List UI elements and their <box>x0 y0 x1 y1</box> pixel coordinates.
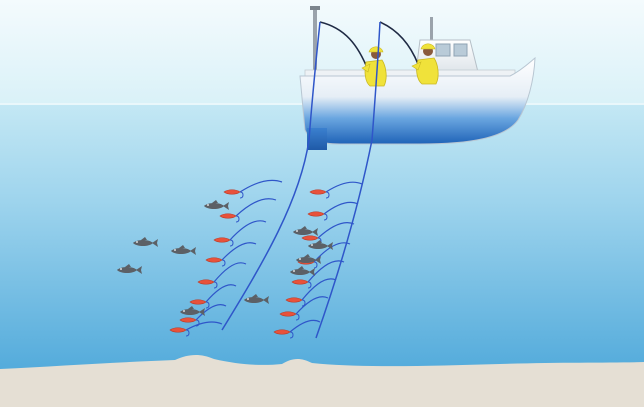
lure <box>223 189 241 195</box>
fish <box>171 245 196 255</box>
boat-mast-top <box>310 6 320 10</box>
hook <box>235 215 240 223</box>
fish <box>204 200 229 210</box>
fisherman-left-hat <box>368 46 384 53</box>
hook <box>307 281 312 289</box>
branch-line <box>195 304 227 321</box>
lure <box>291 279 309 285</box>
lure <box>279 311 297 317</box>
boat-deck-rail <box>304 69 516 77</box>
lure <box>309 189 327 195</box>
hook <box>239 191 244 199</box>
fishing-rod-right <box>379 21 419 65</box>
boat-keel <box>307 128 327 150</box>
seabed <box>0 354 644 407</box>
hook <box>195 319 200 327</box>
branch-line <box>229 220 267 241</box>
branch-line <box>221 242 257 261</box>
fish-school <box>117 200 333 316</box>
hook <box>295 313 300 321</box>
fish <box>308 240 333 250</box>
hook <box>229 239 234 247</box>
branch-line <box>239 179 283 193</box>
lure <box>169 327 187 333</box>
branch-line <box>323 201 359 215</box>
branch-line <box>307 260 345 283</box>
fisherman-right-hat <box>420 43 436 50</box>
branch-line <box>317 222 355 239</box>
branch-line <box>205 284 237 303</box>
fish <box>133 237 158 247</box>
branch-line <box>235 198 277 217</box>
lure <box>189 299 207 305</box>
hook <box>221 259 226 267</box>
hook <box>185 329 190 337</box>
hook <box>205 301 210 309</box>
branch-line <box>301 278 337 301</box>
lure <box>213 237 231 243</box>
lure <box>273 329 291 335</box>
fisherman-left <box>319 21 387 87</box>
lure <box>301 235 319 241</box>
main-line-right <box>315 21 381 339</box>
lure <box>197 279 215 285</box>
fisherman-right <box>379 21 439 85</box>
hook <box>213 281 218 289</box>
hook <box>323 213 328 221</box>
fish <box>290 266 315 276</box>
boat-mast <box>313 8 317 70</box>
fishing-rod-left <box>319 21 369 71</box>
lure <box>285 297 303 303</box>
main-line-left <box>221 21 321 331</box>
lure <box>205 257 223 263</box>
lure <box>219 213 237 219</box>
branch-line <box>185 321 223 331</box>
boat-antenna <box>430 17 433 41</box>
longline-left <box>169 179 283 337</box>
branch-line <box>213 262 247 283</box>
fish <box>180 306 205 316</box>
fish <box>293 226 318 236</box>
branch-line <box>295 296 329 315</box>
fish <box>296 254 321 264</box>
cabin-window-1 <box>435 43 451 57</box>
hook <box>289 331 294 339</box>
hook <box>313 261 318 269</box>
fish <box>117 264 142 274</box>
branch-line <box>289 319 321 333</box>
main-fishing-lines <box>221 21 381 339</box>
lure <box>307 211 325 217</box>
lure <box>179 317 197 323</box>
hook <box>325 191 330 199</box>
fish <box>244 294 269 304</box>
cabin-window-2 <box>453 43 468 57</box>
branch-line <box>325 181 363 193</box>
